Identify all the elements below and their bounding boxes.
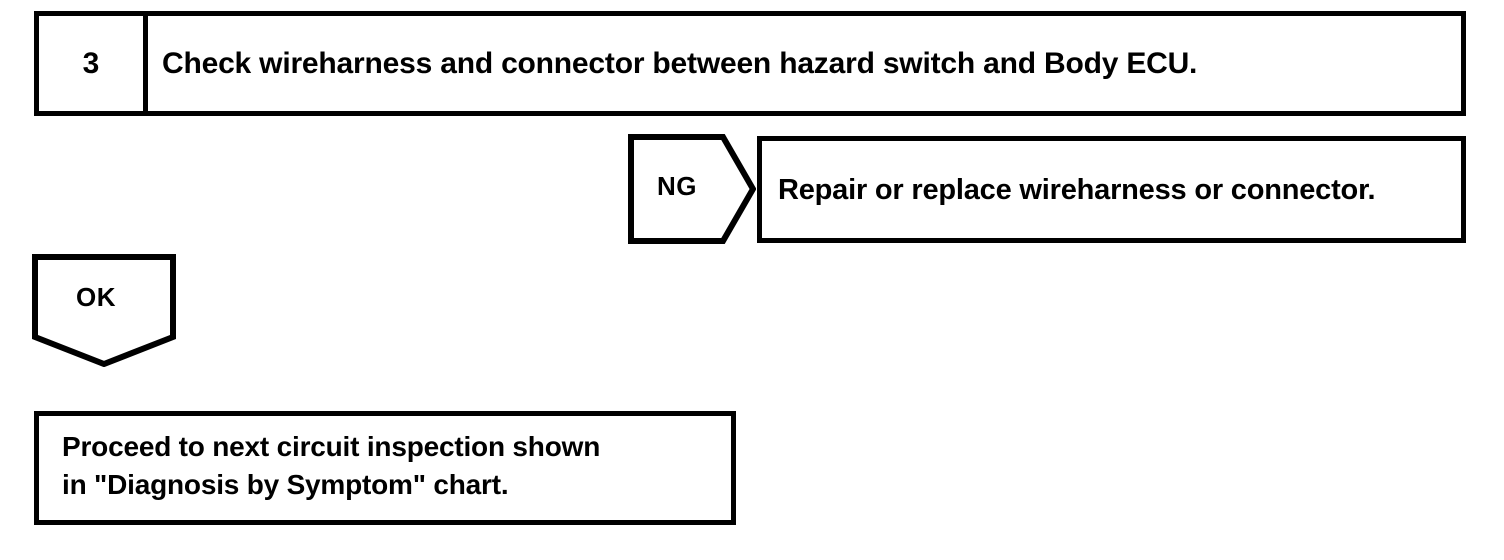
ok-label: OK <box>76 282 116 312</box>
ok-outcome-box: Proceed to next circuit inspection shown… <box>34 411 736 525</box>
ok-outcome-text: Proceed to next circuit inspection shown… <box>62 431 601 500</box>
step-instruction-cell: Check wireharness and connector between … <box>148 16 1461 111</box>
ng-outcome-text: Repair or replace wireharness or connect… <box>778 173 1376 206</box>
pentagon-down-icon <box>32 254 176 367</box>
step-row: 3 Check wireharness and connector betwee… <box>34 11 1466 116</box>
pentagon-right-icon <box>628 134 756 244</box>
ok-result-marker: OK <box>32 254 176 367</box>
ng-result-marker: NG <box>628 134 756 244</box>
ng-outcome-box: Repair or replace wireharness or connect… <box>757 136 1466 243</box>
step-number: 3 <box>82 46 100 80</box>
step-instruction-text: Check wireharness and connector between … <box>162 46 1198 80</box>
ng-label: NG <box>657 171 697 201</box>
step-number-cell: 3 <box>39 16 148 111</box>
